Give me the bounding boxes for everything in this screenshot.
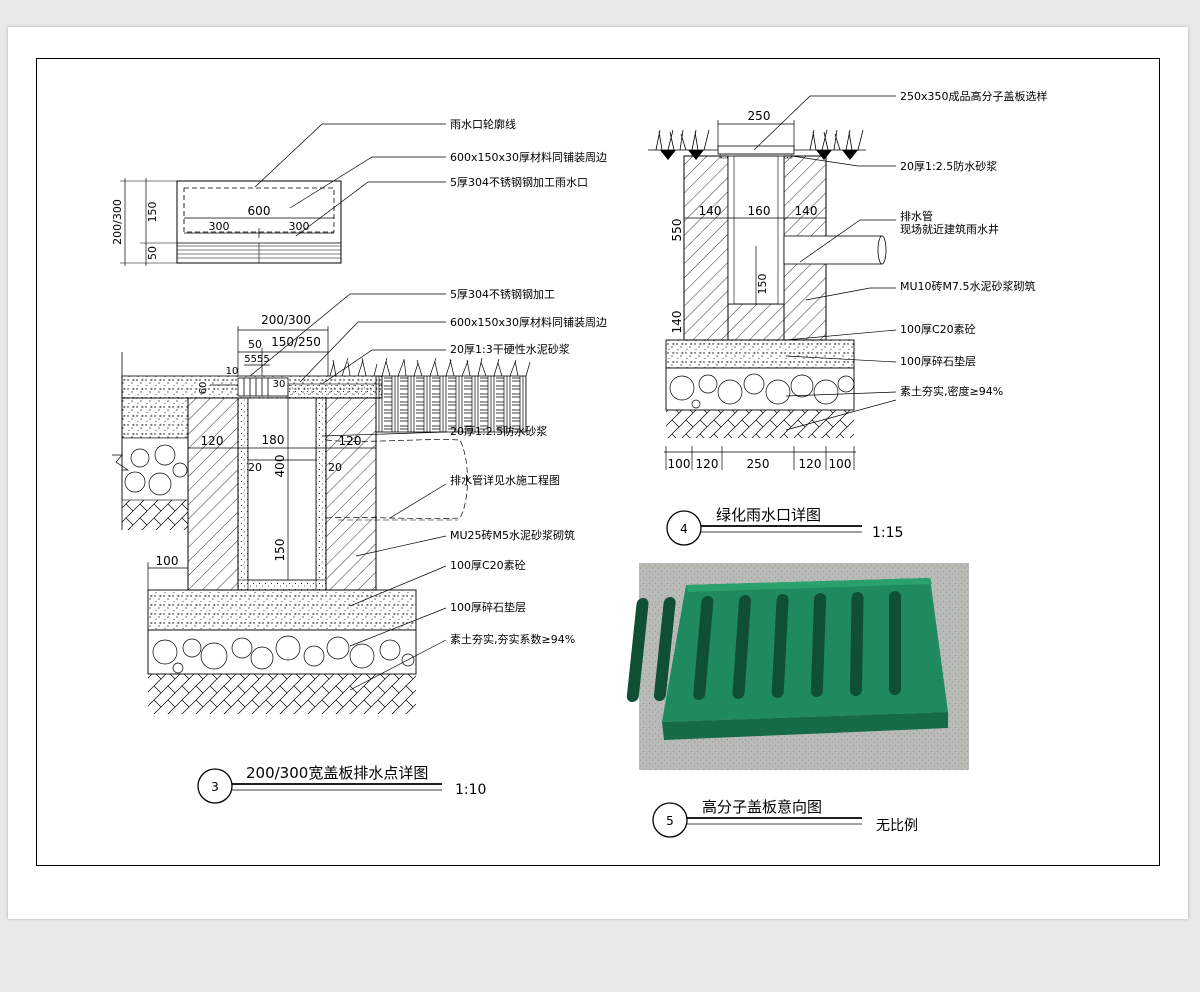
sec-dim-120-right: 120	[339, 434, 362, 448]
detail3-section: 200/300 50 150/250 5555 10 60 30 120 180…	[112, 288, 607, 714]
sec-dim-180: 180	[262, 433, 285, 447]
d4-dim-140b: 140	[795, 204, 818, 218]
plan-dim-300b: 300	[289, 220, 310, 233]
grate-slots	[626, 591, 901, 702]
d4-label-5: MU10砖M7.5水泥砂浆砌筑	[900, 279, 1036, 293]
plan-label-2: 600x150x30厚材料同铺装周边	[450, 150, 607, 164]
plan-label-1: 雨水口轮廓线	[450, 117, 516, 131]
d4-label-3: 排水管	[900, 209, 933, 223]
detail3-title: 200/300宽盖板排水点详图	[246, 764, 428, 782]
sec-dim-150-250: 150/250	[271, 335, 321, 349]
d4-dim-b120a: 120	[696, 457, 719, 471]
sec-dim-50: 50	[248, 338, 262, 351]
sec-label-7: 100厚C20素砼	[450, 559, 526, 572]
grate-photo	[626, 563, 969, 770]
sec-dim-150: 150	[273, 539, 287, 562]
sec-label-4: 20厚1:2.5防水砂浆	[450, 424, 547, 438]
sec-dim-20-right: 20	[328, 461, 342, 474]
detail4-title-block: 4 绿化雨水口详图 1:15	[666, 506, 903, 546]
d4-dim-250-top: 250	[748, 109, 771, 123]
detail5-title: 高分子盖板意向图	[702, 798, 822, 816]
sec-dim-100: 100	[156, 554, 179, 568]
detail4-section: 250 140 160 140 550 150 140 100 120 250 …	[648, 89, 1048, 471]
detail3-scale: 1:10	[455, 782, 486, 798]
sec-label-6: MU25砖M5水泥砂浆砌筑	[450, 528, 575, 542]
sec-dim-30: 30	[273, 379, 286, 390]
d4-label-6: 100厚C20素砼	[900, 323, 976, 336]
d4-dim-b100a: 100	[668, 457, 691, 471]
detail3-number: 3	[211, 780, 219, 794]
d4-dim-160: 160	[748, 204, 771, 218]
d4-dim-150: 150	[756, 274, 769, 295]
detail4-title: 绿化雨水口详图	[716, 506, 821, 524]
detail4-scale: 1:15	[872, 525, 903, 541]
detail5-number: 5	[666, 814, 674, 828]
d4-label-1: 250x350成品高分子盖板选样	[900, 89, 1048, 103]
d4-dim-140: 140	[670, 311, 684, 334]
sec-label-2: 600x150x30厚材料同铺装周边	[450, 315, 607, 329]
sec-label-9: 素土夯实,夯实系数≥94%	[450, 632, 575, 646]
plan-dim-300a: 300	[209, 220, 230, 233]
grass-symbol	[329, 357, 531, 377]
sec-label-5: 排水管详见水施工程图	[450, 473, 560, 487]
plan-dim-total: 200/300	[111, 199, 124, 245]
plan-dim-150: 150	[146, 202, 159, 223]
plan-label-3: 5厚304不锈钢钢加工雨水口	[450, 176, 588, 189]
plan-dim-50: 50	[146, 246, 159, 260]
drawing-frame	[36, 58, 1160, 866]
sec-label-1: 5厚304不锈钢钢加工	[450, 288, 555, 301]
d4-dim-b250: 250	[747, 457, 770, 471]
d4-dim-550: 550	[670, 219, 684, 242]
sec-label-8: 100厚碎石垫层	[450, 600, 526, 614]
sec-label-3: 20厚1:3干硬性水泥砂浆	[450, 342, 570, 356]
sec-dim-5555: 5555	[244, 354, 269, 365]
detail5-title-block: 5 高分子盖板意向图 无比例	[652, 798, 918, 838]
d4-label-2: 20厚1:2.5防水砂浆	[900, 159, 997, 173]
sec-dim-20-left: 20	[248, 461, 262, 474]
detail5-scale: 无比例	[876, 818, 918, 834]
d4-dim-b100b: 100	[829, 457, 852, 471]
sec-dim-400: 400	[273, 455, 287, 478]
sec-dim-60: 60	[198, 382, 209, 395]
sec-dim-120-left: 120	[201, 434, 224, 448]
d4-label-7: 100厚碎石垫层	[900, 354, 976, 368]
plan-dim-600: 600	[248, 204, 271, 218]
detail3-plan: 200/300 150 50 600 300 300 雨水口轮廓线 600x15…	[111, 117, 607, 266]
sec-dim-top: 200/300	[261, 313, 311, 327]
d4-label-4: 现场就近建筑雨水井	[900, 222, 999, 236]
d4-label-8: 素土夯实,密度≥94%	[900, 384, 1003, 398]
sec-dim-10: 10	[226, 366, 239, 377]
detail4-number: 4	[680, 522, 688, 536]
detail3-title-block: 3 200/300宽盖板排水点详图 1:10	[197, 764, 486, 804]
d4-dim-b120b: 120	[799, 457, 822, 471]
d4-dim-140a: 140	[699, 204, 722, 218]
